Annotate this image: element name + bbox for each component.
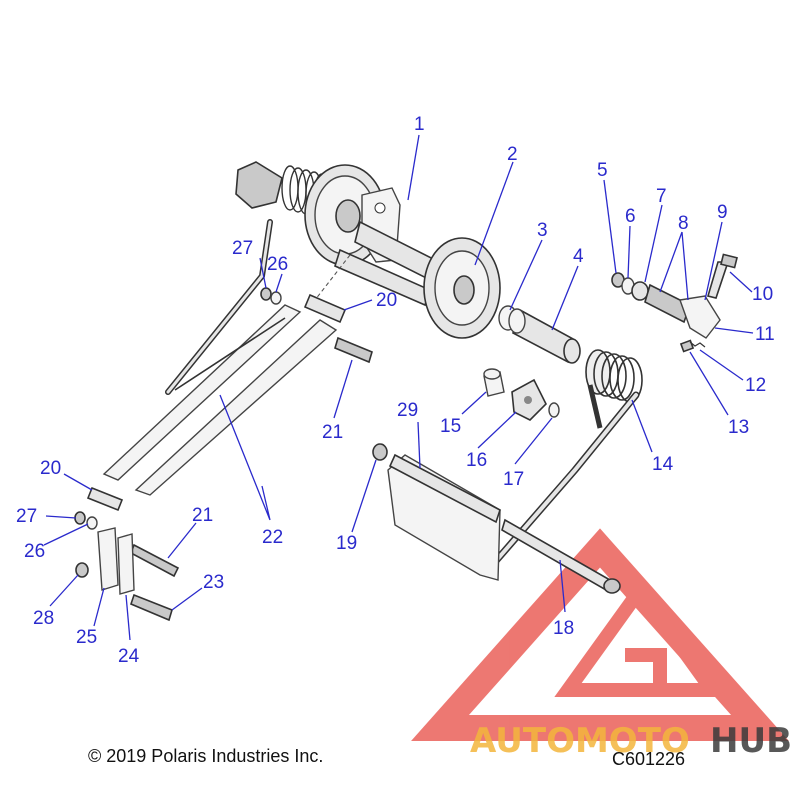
callout-8: 8: [678, 213, 689, 234]
callout-13: 13: [728, 417, 749, 438]
callout-14: 14: [652, 454, 674, 475]
callout-2: 2: [507, 144, 518, 165]
watermark-brand-text: AUTOMOTO HUB: [470, 721, 792, 761]
callout-27b: 27: [16, 506, 37, 527]
callout-20a: 20: [376, 290, 397, 311]
callout-15: 15: [440, 416, 461, 437]
callout-22: 22: [262, 527, 283, 548]
figure-code: C601226: [612, 749, 685, 769]
callout-27a: 27: [232, 238, 253, 259]
callout-28: 28: [33, 608, 54, 629]
callout-4: 4: [573, 246, 584, 267]
callout-24: 24: [118, 646, 140, 667]
callout-21b: 21: [192, 505, 213, 526]
callout-5: 5: [597, 160, 608, 181]
callout-7: 7: [656, 186, 667, 207]
callout-3: 3: [537, 220, 548, 241]
callout-10: 10: [752, 284, 773, 305]
callout-12: 12: [745, 375, 766, 396]
callout-26a: 26: [267, 254, 288, 275]
callout-labels: 1 2 3 4 5 6 7 8 9 10 11 12 13 14 15 16 1…: [16, 114, 775, 667]
callout-29: 29: [397, 400, 418, 421]
callout-16: 16: [466, 450, 487, 471]
automotohub-logo: [411, 528, 789, 741]
watermark-auto: AUTOMOTO: [470, 721, 690, 761]
callout-25: 25: [76, 627, 97, 648]
callout-17: 17: [503, 469, 524, 490]
callout-9: 9: [717, 202, 728, 223]
leader-lines: [43, 134, 754, 641]
callout-23: 23: [203, 572, 224, 593]
callout-21a: 21: [322, 422, 343, 443]
callout-20b: 20: [40, 458, 61, 479]
callout-18: 18: [553, 618, 574, 639]
callout-1: 1: [414, 114, 425, 135]
parts-drawing: [74, 161, 738, 622]
callout-19: 19: [336, 533, 357, 554]
callout-11: 11: [755, 324, 775, 345]
callout-6: 6: [625, 206, 636, 227]
callout-26b: 26: [24, 541, 45, 562]
copyright-text: © 2019 Polaris Industries Inc.: [88, 746, 323, 766]
watermark-hub: HUB: [710, 721, 792, 761]
